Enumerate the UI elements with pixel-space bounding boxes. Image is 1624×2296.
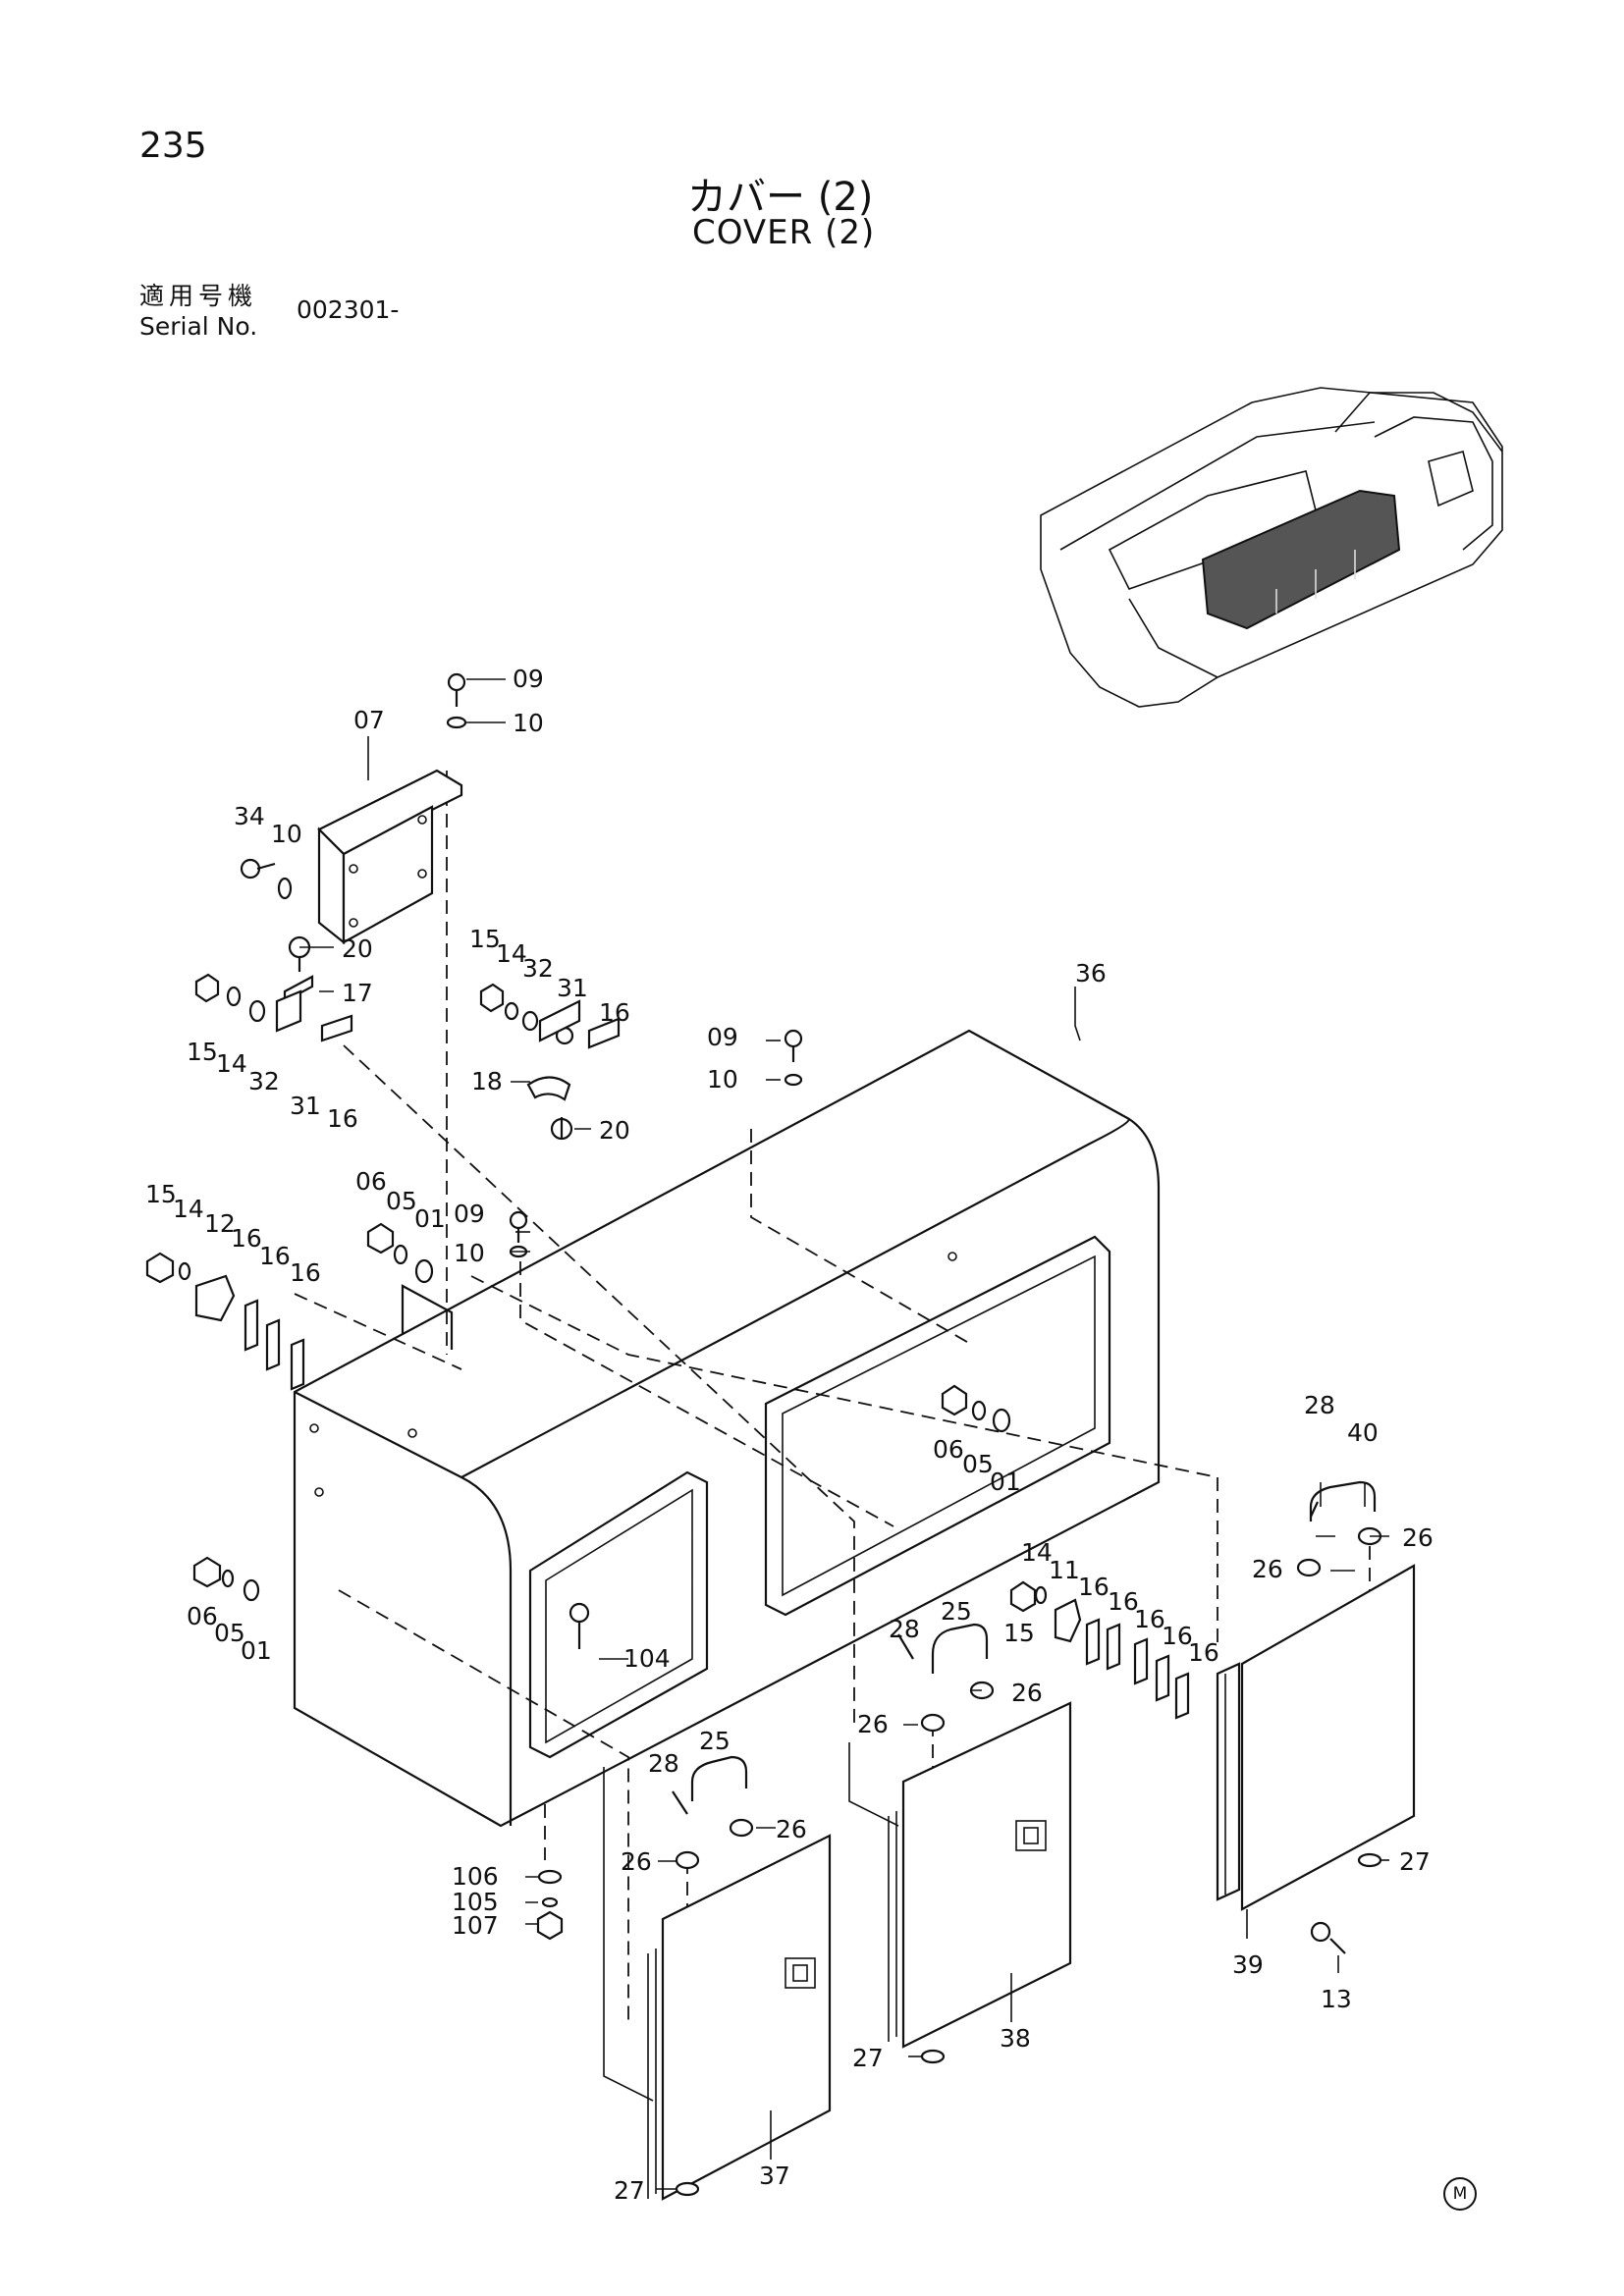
- part-label-06: 06: [187, 1602, 218, 1630]
- part-label-16: 16: [259, 1242, 291, 1270]
- part-label-36: 36: [1075, 959, 1107, 988]
- part-label-27: 27: [852, 2044, 884, 2072]
- part-label-11: 11: [1049, 1556, 1080, 1584]
- part-label-09: 09: [707, 1023, 738, 1051]
- part-label-31: 31: [290, 1092, 321, 1120]
- page-number: 235: [139, 126, 207, 166]
- part-label-06: 06: [933, 1435, 964, 1464]
- part-label-20: 20: [599, 1116, 630, 1145]
- part-label-104: 104: [623, 1644, 671, 1673]
- part-label-12: 12: [204, 1209, 236, 1238]
- door-39: [1216, 1564, 1416, 1911]
- part-label-10: 10: [454, 1239, 485, 1267]
- part-label-15: 15: [1003, 1619, 1035, 1647]
- part-label-01: 01: [241, 1636, 272, 1665]
- part-label-26: 26: [1252, 1555, 1283, 1583]
- part-label-105: 105: [452, 1888, 499, 1916]
- part-label-32: 32: [522, 954, 554, 983]
- part-label-13: 13: [1321, 1985, 1352, 2013]
- part-label-15: 15: [145, 1180, 177, 1208]
- part-label-27: 27: [1399, 1847, 1431, 1876]
- part-label-16: 16: [290, 1258, 321, 1287]
- part-label-09: 09: [454, 1200, 485, 1228]
- bracket-07: [317, 769, 463, 945]
- part-label-18: 18: [471, 1067, 503, 1095]
- part-label-14: 14: [1021, 1538, 1053, 1567]
- brand-mark-icon: M: [1443, 2177, 1477, 2211]
- part-label-17: 17: [342, 979, 373, 1007]
- part-label-14: 14: [173, 1195, 204, 1223]
- part-label-14: 14: [496, 939, 527, 968]
- part-label-26: 26: [1011, 1679, 1043, 1707]
- part-label-16: 16: [1108, 1587, 1139, 1616]
- part-label-106: 106: [452, 1862, 499, 1891]
- part-label-38: 38: [1000, 2024, 1031, 2053]
- part-label-26: 26: [776, 1815, 807, 1843]
- part-label-31: 31: [557, 974, 588, 1002]
- part-label-39: 39: [1232, 1950, 1264, 1979]
- part-number-labels: 09 10 07 34 10 20 17 15 14 32 31 16 15 1…: [145, 665, 1434, 2205]
- serial-number-value: 002301-: [297, 295, 400, 324]
- part-label-20: 20: [342, 934, 373, 963]
- part-label-26: 26: [1402, 1523, 1434, 1552]
- part-label-26: 26: [857, 1710, 889, 1738]
- part-label-16: 16: [231, 1224, 262, 1253]
- part-label-25: 25: [699, 1727, 731, 1755]
- part-label-16: 16: [1078, 1573, 1110, 1601]
- part-label-10: 10: [707, 1065, 738, 1094]
- part-label-16: 16: [1134, 1605, 1165, 1633]
- part-label-34: 34: [234, 802, 265, 830]
- cover-box-36: [293, 1029, 1161, 1828]
- door-38: [888, 1701, 1072, 2049]
- part-label-10: 10: [513, 709, 544, 737]
- title-japanese: カバー (2): [687, 175, 874, 220]
- part-label-28: 28: [1304, 1391, 1335, 1419]
- part-label-107: 107: [452, 1911, 499, 1940]
- machine-location-inset: [1040, 387, 1503, 708]
- serial-label-english: Serial No.: [139, 312, 258, 341]
- handle-40: [1309, 1480, 1377, 1522]
- part-label-07: 07: [353, 706, 385, 734]
- part-label-10: 10: [271, 820, 302, 848]
- assembly-lines: [294, 771, 1371, 2160]
- handle-25-center: [931, 1623, 989, 1674]
- part-label-09: 09: [513, 665, 544, 693]
- part-label-16: 16: [327, 1104, 358, 1133]
- part-label-01: 01: [990, 1468, 1021, 1496]
- door-37: [647, 1834, 832, 2201]
- part-label-28: 28: [889, 1615, 920, 1643]
- part-label-05: 05: [962, 1450, 994, 1478]
- part-label-15: 15: [187, 1038, 218, 1066]
- part-label-25: 25: [941, 1597, 972, 1626]
- part-label-27: 27: [614, 2176, 645, 2205]
- part-label-16: 16: [1188, 1638, 1219, 1667]
- part-label-40: 40: [1347, 1418, 1379, 1447]
- leader-lines: [299, 678, 1389, 2190]
- serial-label-japanese: 適用号機: [139, 282, 258, 310]
- part-label-06: 06: [355, 1167, 387, 1196]
- part-label-28: 28: [648, 1749, 679, 1778]
- title-english: COVER (2): [692, 213, 876, 252]
- part-label-01: 01: [414, 1204, 446, 1233]
- part-label-14: 14: [216, 1049, 247, 1078]
- part-label-05: 05: [214, 1619, 245, 1647]
- handle-25-left: [690, 1755, 748, 1801]
- part-label-15: 15: [469, 925, 501, 953]
- part-label-16: 16: [599, 998, 630, 1027]
- cover-location-highlight: [1201, 489, 1401, 630]
- part-label-05: 05: [386, 1187, 417, 1215]
- part-label-37: 37: [759, 2162, 790, 2190]
- part-label-32: 32: [248, 1067, 280, 1095]
- part-label-26: 26: [621, 1847, 652, 1876]
- part-label-16: 16: [1162, 1622, 1193, 1650]
